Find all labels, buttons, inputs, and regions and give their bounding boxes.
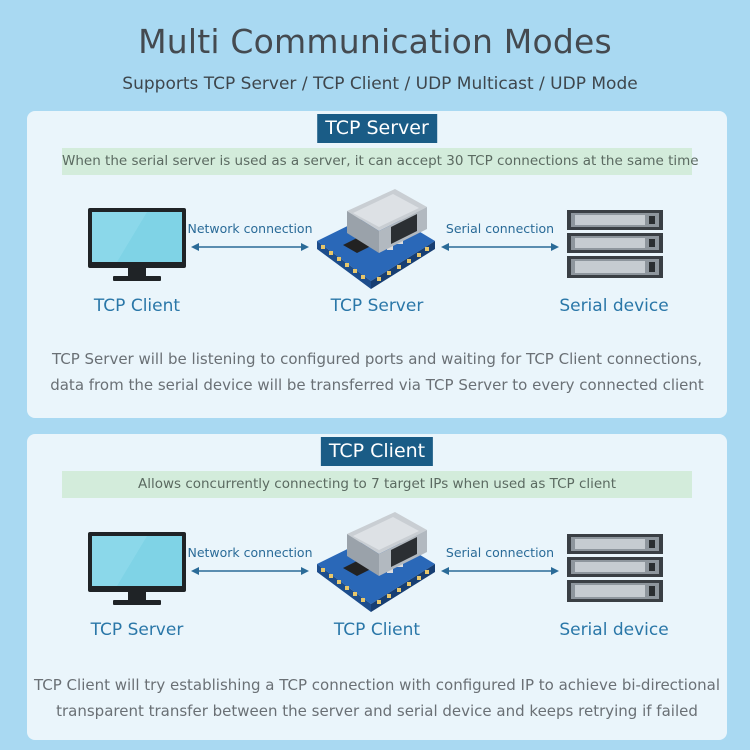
center-node-label: TCP Server [330,296,424,316]
server-rack-icon [565,208,665,280]
double-arrow-icon [441,242,559,252]
serial-connection-label: Serial connection [445,221,555,236]
serial-connection-label: Serial connection [445,545,555,560]
tcp-client-card: TCP Client Allows concurrently connectin… [27,434,727,740]
right-node-label: Serial device [559,620,669,640]
network-connection-label: Network connection [187,545,313,560]
description-line-1: TCP Client will try establishing a TCP c… [33,676,721,694]
network-connection-label: Network connection [187,221,313,236]
double-arrow-icon [441,566,559,576]
serial-server-module-icon [307,181,437,301]
page-subtitle: Supports TCP Server / TCP Client / UDP M… [122,74,638,94]
left-node-label: TCP Server [90,620,184,640]
center-node-label: TCP Client [333,620,421,640]
double-arrow-icon [191,566,309,576]
monitor-icon [87,207,187,283]
double-arrow-icon [191,242,309,252]
page-title: Multi Communication Modes [138,22,612,61]
description-line-2: data from the serial device will be tran… [50,376,704,394]
left-node-label: TCP Client [93,296,181,316]
server-rack-icon [565,532,665,604]
serial-server-module-icon [307,504,437,624]
section-banner: Allows concurrently connecting to 7 targ… [62,471,692,498]
tcp-server-card: TCP Server When the serial server is use… [27,111,727,418]
description-line-1: TCP Server will be listening to configur… [51,350,703,368]
section-tag: TCP Client [320,437,434,466]
section-banner: When the serial server is used as a serv… [62,148,699,175]
monitor-icon [87,531,187,607]
right-node-label: Serial device [559,296,669,316]
description-line-2: transparent transfer between the server … [56,702,698,720]
section-tag: TCP Server [317,114,437,143]
